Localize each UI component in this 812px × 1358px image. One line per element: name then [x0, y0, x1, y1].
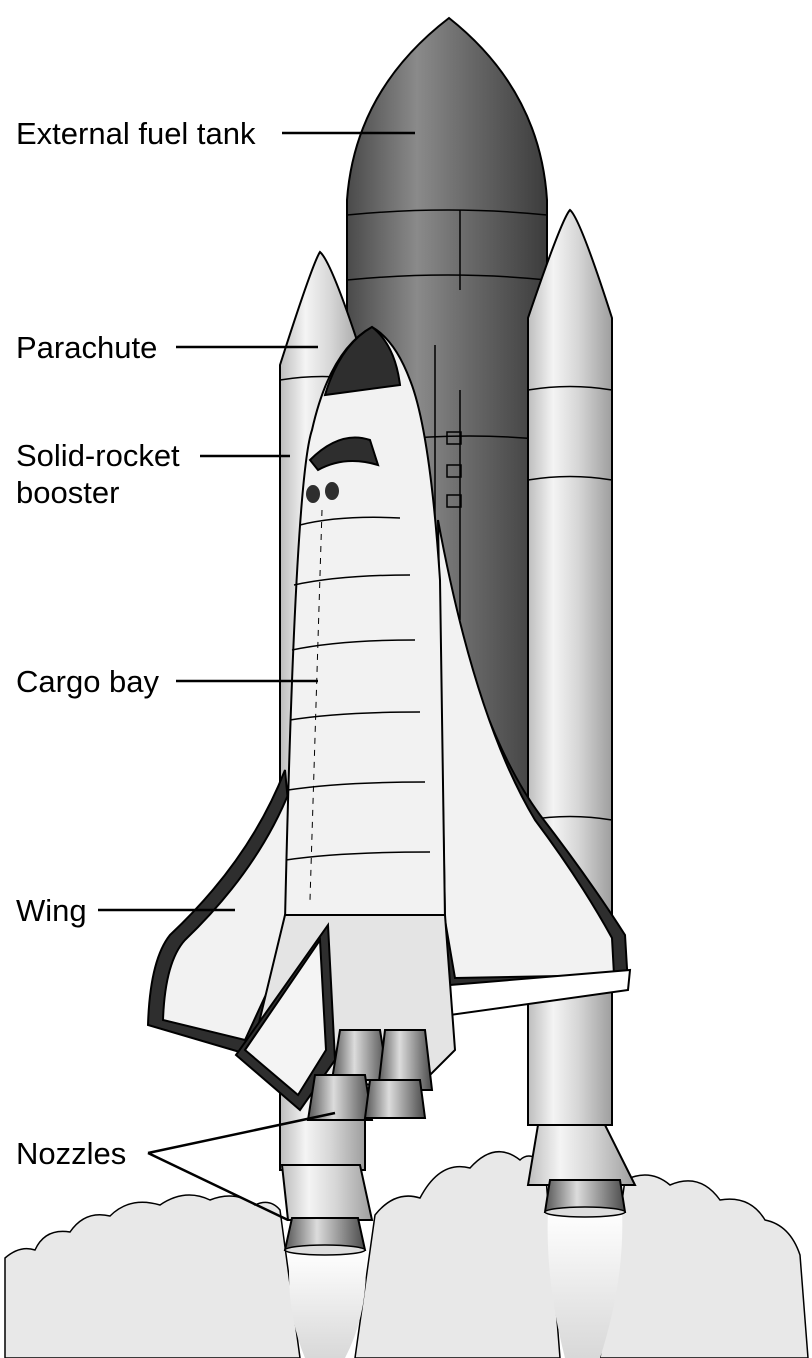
label-parachute: Parachute [16, 330, 158, 365]
leader-line-nozzles [147, 1151, 289, 1222]
label-solid-rocket-booster-line1: Solid-rocket [16, 438, 180, 473]
orbiter-tail [234, 914, 457, 1121]
orbiter-wing [146, 499, 632, 1057]
exhaust-plume [289, 1250, 366, 1358]
label-external-fuel-tank: External fuel tank [16, 116, 256, 151]
smoke-cloud [599, 1174, 809, 1358]
label-nozzles: Nozzles [16, 1136, 127, 1171]
orbiter-fuselage [283, 325, 447, 921]
smoke-cloud [354, 1151, 561, 1358]
smoke-cloud [4, 1194, 301, 1358]
exhaust-plume [547, 1210, 623, 1358]
right-solid-rocket-booster [526, 208, 637, 1218]
label-wing: Wing [16, 893, 87, 928]
label-cargo-bay: Cargo bay [16, 664, 160, 699]
label-solid-rocket-booster-line2: booster [16, 475, 120, 510]
leader-line-nozzles [147, 1111, 336, 1155]
